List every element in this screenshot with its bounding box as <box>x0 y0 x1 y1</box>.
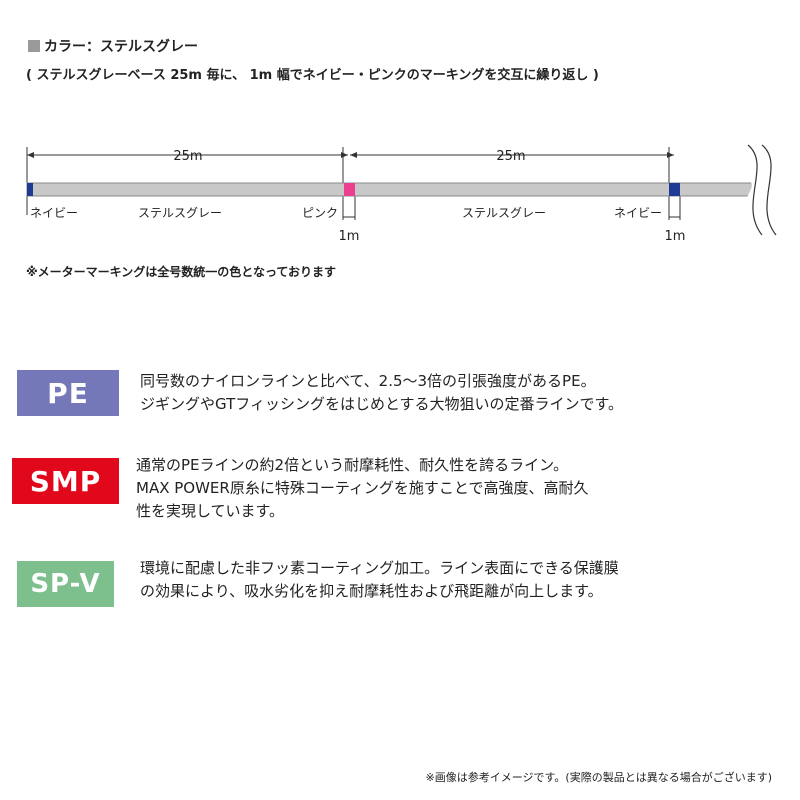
smp-badge: SMP <box>12 458 119 504</box>
line-marking-diagram: 25m 25m ネイビー ステルスグレー ピンク ステルスグレー ネイビー 1m… <box>26 144 777 244</box>
span1-label: 25m <box>173 149 202 164</box>
spv-line-1: 環境に配慮した非フッ素コーティング加工。ライン表面にできる保護膜 <box>140 559 619 577</box>
feature-pe: PE 同号数のナイロンラインと比べて、2.5〜3倍の引張強度があるPE。 ジギン… <box>0 370 800 430</box>
span1-arrow-left-icon <box>27 152 34 158</box>
pink-marker <box>344 183 355 196</box>
color-label: カラー：ステルスグレー <box>44 39 198 55</box>
smp-description: 通常のPEラインの約2倍という耐摩耗性、耐久性を誇るライン。 MAX POWER… <box>136 454 756 523</box>
feature-smp: SMP 通常のPEラインの約2倍という耐摩耗性、耐久性を誇るライン。 MAX P… <box>0 454 800 520</box>
gray-square-icon <box>28 40 40 52</box>
line-body <box>26 182 758 197</box>
spv-line-2: の効果により、吸水劣化を抑え耐摩耗性および飛距離が向上します。 <box>140 582 603 600</box>
smp-line-1: 通常のPEラインの約2倍という耐摩耗性、耐久性を誇るライン。 <box>136 456 569 474</box>
navy-marker-left <box>27 183 33 196</box>
pe-line-1: 同号数のナイロンラインと比べて、2.5〜3倍の引張強度があるPE。 <box>140 372 596 390</box>
break-curve-2-icon <box>761 144 777 236</box>
label-stealth-right: ステルスグレー <box>462 206 546 220</box>
pe-line-2: ジギングやGTフィッシングをはじめとする大物狙いの定番ラインです。 <box>140 395 624 413</box>
smp-line-2: MAX POWER原糸に特殊コーティングを施すことで高強度、高耐久 <box>136 479 589 497</box>
spv-description: 環境に配慮した非フッ素コーティング加工。ライン表面にできる保護膜 の効果により、… <box>140 557 780 603</box>
pe-description: 同号数のナイロンラインと比べて、2.5〜3倍の引張強度があるPE。 ジギングやG… <box>140 370 780 416</box>
label-navy-right: ネイビー <box>614 206 662 220</box>
label-navy-left: ネイビー <box>30 206 78 220</box>
smp-line-3: 性を実現しています。 <box>136 502 285 520</box>
navy-width-label: 1m <box>665 229 686 244</box>
meter-marking-note: ※メーターマーキングは全号数統一の色となっております <box>26 265 336 279</box>
spv-badge: SP-V <box>17 561 114 607</box>
span2-arrow-right-icon <box>667 152 674 158</box>
break-symbol-icon <box>746 176 763 212</box>
break-curve-1-icon <box>747 144 763 236</box>
navy-marker-right <box>669 183 680 196</box>
span2-arrow-left-icon <box>350 152 357 158</box>
label-stealth-left: ステルスグレー <box>138 206 222 220</box>
pe-badge: PE <box>17 370 119 416</box>
span2-label: 25m <box>496 149 525 164</box>
pink-width-label: 1m <box>339 229 360 244</box>
color-heading: カラー：ステルスグレー <box>28 36 198 56</box>
marking-description: ( ステルスグレーベース 25m 毎に、 1m 幅でネイビー・ピンクのマーキング… <box>26 68 599 83</box>
image-disclaimer: ※画像は参考イメージです。(実際の製品とは異なる場合がございます) <box>425 771 772 784</box>
span1-arrow-right-icon <box>341 152 348 158</box>
feature-spv: SP-V 環境に配慮した非フッ素コーティング加工。ライン表面にできる保護膜 の効… <box>0 557 800 617</box>
label-pink: ピンク <box>302 206 338 220</box>
